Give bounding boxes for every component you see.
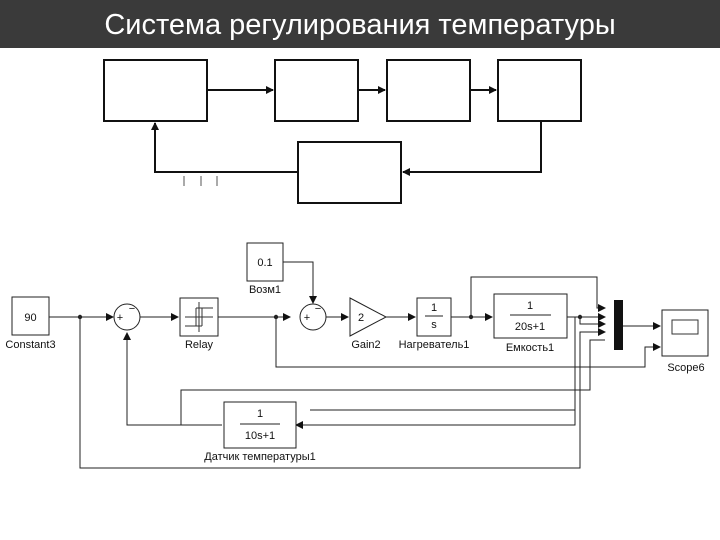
capacity-numerator: 1 xyxy=(527,300,533,312)
sum2-block[interactable]: + − xyxy=(299,303,327,331)
sensor-numerator: 1 xyxy=(257,408,263,420)
structure-block-3 xyxy=(386,59,471,122)
disturbance-value: 0.1 xyxy=(257,257,272,269)
heater-denominator: s xyxy=(431,319,437,331)
structure-arrow-4-feedback xyxy=(402,121,542,176)
capacity-denominator: 20s+1 xyxy=(515,321,545,333)
junction-dots xyxy=(77,314,583,320)
signal-relay-scope xyxy=(275,317,661,368)
relay-label: Relay xyxy=(185,339,214,351)
constant-label: Constant3 xyxy=(5,339,55,351)
heater-numerator: 1 xyxy=(431,302,437,314)
signal-disturbance-sum2 xyxy=(283,261,317,304)
structure-block-1 xyxy=(103,59,208,122)
disturbance-label: Возм1 xyxy=(249,284,281,296)
page-title: Система регулирования температуры xyxy=(104,9,616,41)
gain-label: Gain2 xyxy=(351,339,380,351)
signal-lines xyxy=(49,261,661,469)
signal-heater-mux xyxy=(470,276,606,317)
sum1-minus-sign: − xyxy=(129,303,135,315)
signal-sensor-sum1 xyxy=(123,332,222,426)
capacity-label: Емкость1 xyxy=(506,342,554,354)
scope-screen-icon xyxy=(671,319,699,335)
sum1-plus-sign: + xyxy=(117,312,123,324)
structure-connectors xyxy=(151,86,542,176)
structure-tick-marks xyxy=(183,176,218,186)
sum1-block[interactable]: + − xyxy=(113,303,141,331)
structure-block-4 xyxy=(497,59,582,122)
gain-block[interactable]: 2 xyxy=(349,297,388,337)
capacity-block[interactable]: 1 20s+1 xyxy=(493,293,568,339)
structure-diagram xyxy=(103,59,582,204)
sensor-denominator: 10s+1 xyxy=(245,430,275,442)
sum2-plus-sign: + xyxy=(304,312,310,324)
scope-label: Scope6 xyxy=(667,362,704,374)
gain-value: 2 xyxy=(358,312,364,324)
relay-icon xyxy=(185,302,213,332)
signal-setpoint-mux xyxy=(79,317,606,469)
sensor-block[interactable]: 1 10s+1 xyxy=(223,401,297,449)
disturbance-block[interactable]: 0.1 xyxy=(246,242,284,282)
sensor-label: Датчик температуры1 xyxy=(204,451,315,463)
mux-block[interactable] xyxy=(614,300,623,350)
title-bar xyxy=(0,0,720,48)
signal-capacity-mux-2 xyxy=(579,317,606,328)
structure-block-feedback xyxy=(297,141,402,204)
sum2-minus-sign: − xyxy=(315,303,321,315)
heater-block[interactable]: 1 s xyxy=(416,297,452,337)
constant-value: 90 xyxy=(24,312,36,324)
signal-capacity-sensor xyxy=(295,410,576,429)
structure-arrow-feedback-1 xyxy=(151,122,298,173)
constant-block[interactable]: 90 xyxy=(11,296,50,336)
scope-block[interactable] xyxy=(661,309,709,357)
relay-block[interactable] xyxy=(179,297,219,337)
heater-label: Нагреватель1 xyxy=(399,339,470,351)
structure-block-2 xyxy=(274,59,359,122)
